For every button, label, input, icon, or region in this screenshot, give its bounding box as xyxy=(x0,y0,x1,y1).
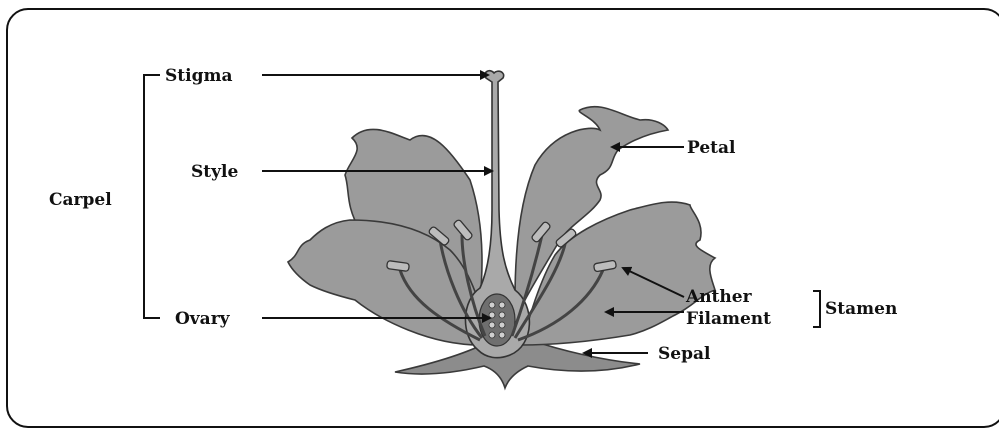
carpel-bracket xyxy=(144,75,160,318)
flower-diagram: Stigma Style Carpel Ovary Petal Anther F… xyxy=(0,0,999,416)
ovary-inner xyxy=(479,294,515,346)
label-filament: Filament xyxy=(686,309,771,329)
flower-illustration xyxy=(288,71,715,388)
label-carpel: Carpel xyxy=(49,190,112,210)
stamen-bracket xyxy=(813,291,820,327)
label-sepal: Sepal xyxy=(658,344,711,364)
label-anther: Anther xyxy=(685,287,753,307)
label-stamen: Stamen xyxy=(825,299,897,319)
label-petal: Petal xyxy=(687,138,736,158)
label-ovary: Ovary xyxy=(175,309,231,329)
label-stigma: Stigma xyxy=(165,66,232,86)
label-style: Style xyxy=(191,162,238,182)
